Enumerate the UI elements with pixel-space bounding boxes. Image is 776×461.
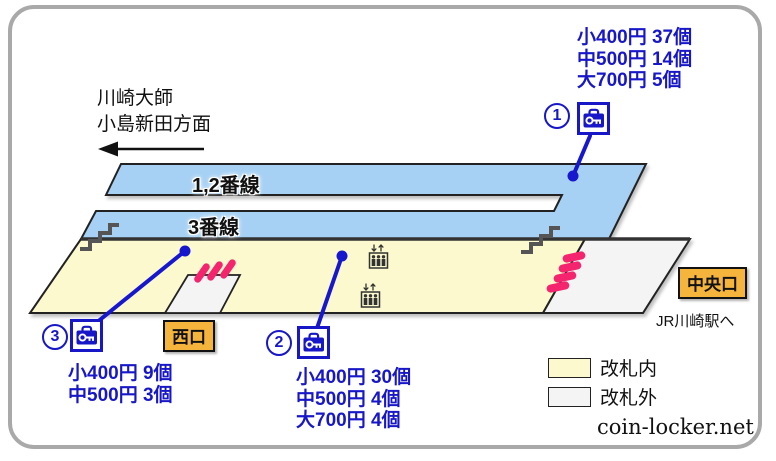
direction-line2: 小島新田方面 <box>97 114 212 135</box>
locker-key-icon <box>70 319 103 352</box>
stairs-icons <box>80 223 560 254</box>
locker-1-prices: 小400円 37個 中500円 14個 大700円 5個 <box>577 27 692 92</box>
site-credit: coin-locker.net <box>597 415 754 439</box>
locker-key-icon <box>577 102 610 135</box>
locker-2-number-badge: 2 <box>266 330 292 356</box>
pointer-line <box>94 249 187 325</box>
ticket-gate-icon <box>207 261 223 281</box>
platform-1-2-3-area <box>79 163 648 240</box>
ticket-gate-icon <box>553 271 577 283</box>
ticket-gate-icon <box>220 259 236 279</box>
platform-1-2-label: 1,2番線 <box>192 175 260 197</box>
legend-swatch-inside <box>548 357 591 378</box>
platform-3-label: 3番線 <box>188 217 240 239</box>
price-line: 中500円 4個 <box>296 388 401 410</box>
legend-label-inside: 改札内 <box>600 359 658 380</box>
locker-key-icon <box>297 326 330 359</box>
west-ticket-gate-icons <box>194 259 236 283</box>
locker-3-prices: 小400円 9個 中500円 3個 <box>68 363 173 406</box>
price-line: 大700円 5個 <box>577 70 682 91</box>
jr-kawasaki-note: JR川崎駅へ <box>656 313 735 330</box>
concourse-inside-gates-area <box>28 238 587 314</box>
direction-line1: 川崎大師 <box>97 88 174 109</box>
ticket-gate-icon <box>562 251 586 263</box>
locker-pointer-lines <box>94 134 592 333</box>
locker-1-number-badge: 1 <box>544 103 570 129</box>
price-line: 小400円 9個 <box>68 363 173 384</box>
central-ticket-gate-icons <box>546 251 586 293</box>
legend-inside-gates: 改札内 <box>548 354 657 381</box>
legend-outside-gates: 改札外 <box>548 383 657 410</box>
central-exit-badge: 中央口 <box>678 267 747 299</box>
pointer-dot <box>179 245 191 257</box>
direction-arrow <box>98 141 204 157</box>
pointer-line <box>314 254 344 333</box>
west-exit-badge: 西口 <box>163 320 215 352</box>
stairs-icon <box>521 226 560 254</box>
pointer-dot <box>567 170 579 182</box>
direction-note: 川崎大師 小島新田方面 <box>97 86 211 138</box>
pointer-line <box>571 134 592 178</box>
ticket-gate-icon <box>546 281 570 293</box>
legend-label-outside: 改札外 <box>600 388 658 409</box>
price-line: 小400円 30個 <box>296 367 412 388</box>
price-line: 中500円 3個 <box>68 384 173 406</box>
locker-3-number-badge: 3 <box>42 324 68 350</box>
price-line: 大700円 4個 <box>296 410 401 431</box>
ticket-gate-icon <box>194 263 210 283</box>
locker-2-prices: 小400円 30個 中500円 4個 大700円 4個 <box>296 367 411 432</box>
price-line: 中500円 14個 <box>577 48 693 70</box>
ticket-gate-icon <box>558 261 582 273</box>
pointer-dot <box>336 250 348 262</box>
stairs-icon <box>80 223 119 251</box>
price-line: 小400円 37個 <box>577 27 693 48</box>
legend-swatch-outside <box>548 386 591 407</box>
